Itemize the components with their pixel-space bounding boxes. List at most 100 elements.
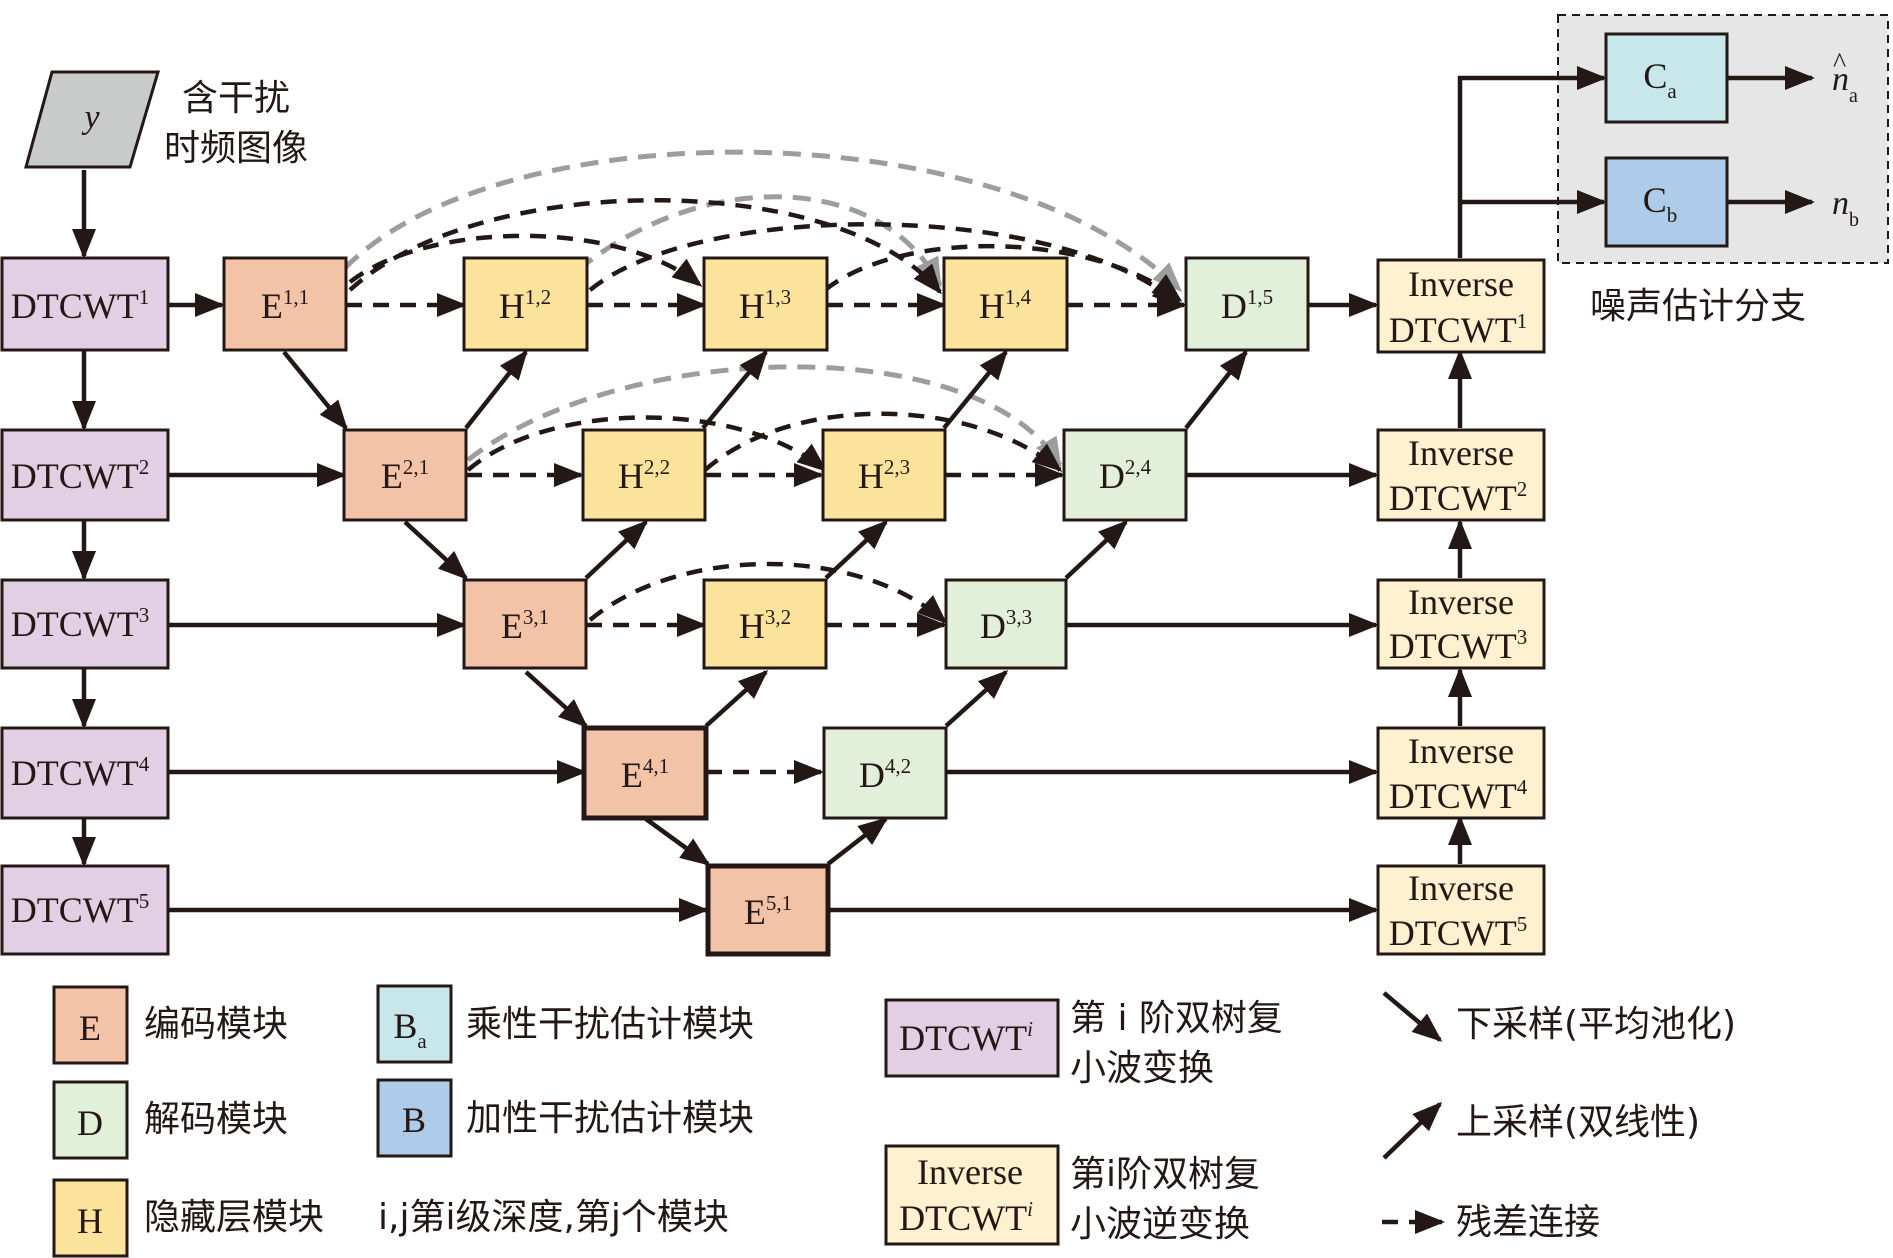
input-symbol: y bbox=[81, 99, 100, 136]
svg-text:H3,2: H3,2 bbox=[739, 605, 791, 646]
up-h22-h13 bbox=[701, 349, 768, 430]
svg-text:DTCWT4: DTCWT4 bbox=[11, 752, 150, 793]
svg-text:解码模块: 解码模块 bbox=[144, 1099, 288, 1140]
dtcwt-block-3: DTCWT3 bbox=[0, 578, 170, 670]
decoder-d24: D2,4 bbox=[1062, 428, 1188, 522]
legend-dtcwt: DTCWTi 第 i 阶双树复 小波变换 bbox=[884, 998, 1283, 1089]
legend-down: 下采样(平均池化) bbox=[1382, 991, 1736, 1045]
svg-text:小波逆变换: 小波逆变换 bbox=[1070, 1204, 1250, 1245]
svg-text:D4,2: D4,2 bbox=[859, 754, 911, 795]
svg-text:D3,3: D3,3 bbox=[980, 605, 1032, 646]
up-e31-h22 bbox=[584, 519, 649, 580]
svg-text:DTCWTi: DTCWTi bbox=[899, 1017, 1033, 1058]
down-e31-e41 bbox=[524, 670, 589, 729]
svg-text:DTCWT2: DTCWT2 bbox=[1389, 477, 1527, 518]
gray-arc-e21-d24 bbox=[466, 364, 1063, 468]
arc-h12-d15 bbox=[588, 222, 1183, 307]
hidden-h13: H1,3 bbox=[702, 256, 829, 352]
hidden-h14: H1,4 bbox=[942, 256, 1069, 352]
decoder-d42: D4,2 bbox=[822, 726, 948, 820]
svg-text:第 i 阶双树复: 第 i 阶双树复 bbox=[1070, 998, 1283, 1039]
up-d42-d33 bbox=[944, 669, 1009, 728]
encoder-e41: E4,1 bbox=[581, 725, 709, 821]
up-d24-d15 bbox=[1184, 349, 1248, 430]
up-h32-h23 bbox=[824, 519, 889, 580]
arc-h22-d24 bbox=[703, 411, 1063, 472]
legend-inverse: Inverse DTCWTi 第i阶双树复 小波逆变换 bbox=[884, 1144, 1260, 1246]
legend-up-arrow-icon bbox=[1382, 1101, 1443, 1160]
svg-text:na: na bbox=[1832, 61, 1858, 107]
svg-text:DTCWT4: DTCWT4 bbox=[1389, 775, 1528, 816]
down-e21-e31 bbox=[403, 520, 469, 581]
inverse-block-4: Inverse DTCWT4 bbox=[1376, 726, 1546, 820]
svg-text:Inverse: Inverse bbox=[1408, 731, 1514, 771]
svg-text:Ca: Ca bbox=[1643, 56, 1677, 103]
legend-residual: 残差连接 bbox=[1382, 1202, 1600, 1243]
svg-text:E4,1: E4,1 bbox=[621, 754, 669, 795]
up-e41-h32 bbox=[704, 669, 769, 728]
encoder-e11: E1,1 bbox=[222, 256, 348, 352]
encoder-e21: E2,1 bbox=[342, 428, 468, 522]
svg-text:DTCWT3: DTCWT3 bbox=[11, 603, 149, 644]
input-caption-line2: 时频图像 bbox=[164, 128, 308, 169]
svg-text:E: E bbox=[79, 1008, 101, 1048]
svg-text:H1,3: H1,3 bbox=[739, 285, 791, 326]
svg-text:D1,5: D1,5 bbox=[1221, 285, 1273, 326]
legend-decoder: D 解码模块 bbox=[52, 1080, 288, 1160]
dtcwt-block-4: DTCWT4 bbox=[0, 726, 170, 820]
legend-hidden: H 隐藏层模块 bbox=[52, 1178, 324, 1258]
svg-text:E2,1: E2,1 bbox=[381, 455, 429, 496]
up-h23-h14 bbox=[942, 349, 1008, 430]
svg-text:编码模块: 编码模块 bbox=[144, 1004, 288, 1045]
arc-e31-d33 bbox=[588, 561, 948, 625]
svg-text:E3,1: E3,1 bbox=[501, 605, 549, 646]
input-image-shape bbox=[24, 70, 161, 169]
up-e51-d42 bbox=[826, 817, 889, 866]
arc-e11-h14 bbox=[348, 198, 942, 295]
noise-box-cb: Cb bbox=[1604, 156, 1729, 248]
svg-text:DTCWT1: DTCWT1 bbox=[1389, 309, 1527, 350]
dtcwt-block-1: DTCWT1 bbox=[0, 256, 170, 352]
legend-ij: i,j第i级深度,第j个模块 bbox=[378, 1197, 729, 1238]
svg-text:Inverse: Inverse bbox=[1408, 868, 1514, 908]
noise-box-ca: Ca bbox=[1604, 32, 1729, 124]
svg-text:DTCWT3: DTCWT3 bbox=[1389, 625, 1527, 666]
down-e11-e21 bbox=[282, 350, 348, 431]
svg-text:D: D bbox=[77, 1103, 103, 1143]
hidden-h22: H2,2 bbox=[581, 428, 707, 522]
svg-text:DTCWT5: DTCWT5 bbox=[1389, 912, 1527, 953]
svg-text:E1,1: E1,1 bbox=[261, 285, 309, 326]
decoder-d15: D1,5 bbox=[1184, 256, 1310, 352]
svg-text:H1,4: H1,4 bbox=[979, 285, 1032, 326]
inverse-block-3: Inverse DTCWT3 bbox=[1376, 578, 1546, 670]
svg-text:下采样(平均池化): 下采样(平均池化) bbox=[1456, 1004, 1736, 1045]
svg-text:D2,4: D2,4 bbox=[1099, 455, 1152, 496]
dtcwt-block-5: DTCWT5 bbox=[0, 864, 170, 956]
legend-ba: Ba 乘性干扰估计模块 bbox=[376, 984, 754, 1064]
svg-text:H2,3: H2,3 bbox=[858, 455, 910, 496]
svg-text:Inverse: Inverse bbox=[1408, 582, 1514, 622]
hidden-h23: H2,3 bbox=[821, 428, 947, 522]
svg-text:^: ^ bbox=[1833, 48, 1846, 79]
gray-arc-h12-h14 bbox=[576, 194, 943, 288]
legend: E 编码模块 D 解码模块 H 隐藏层模块 Ba 乘性干扰估计模块 B 加性干扰… bbox=[52, 984, 1736, 1258]
encoder-e31: E3,1 bbox=[462, 578, 588, 670]
svg-text:DTCWTi: DTCWTi bbox=[899, 1197, 1033, 1238]
svg-text:B: B bbox=[402, 1100, 426, 1140]
inverse-block-2: Inverse DTCWT2 bbox=[1376, 428, 1546, 522]
svg-text:第i阶双树复: 第i阶双树复 bbox=[1070, 1154, 1260, 1195]
svg-text:残差连接: 残差连接 bbox=[1456, 1202, 1600, 1243]
up-e21-h12 bbox=[464, 349, 528, 430]
legend-up: 上采样(双线性) bbox=[1382, 1101, 1700, 1160]
hidden-h32: H3,2 bbox=[702, 578, 828, 670]
svg-text:乘性干扰估计模块: 乘性干扰估计模块 bbox=[466, 1004, 754, 1045]
hidden-h12: H1,2 bbox=[462, 256, 589, 352]
svg-text:DTCWT2: DTCWT2 bbox=[11, 455, 149, 496]
output-nb: nb bbox=[1832, 185, 1859, 231]
svg-text:Ba: Ba bbox=[393, 1006, 427, 1053]
arrow-inv1-ca bbox=[1457, 66, 1607, 258]
arc-e21-h23 bbox=[466, 415, 828, 472]
svg-text:H1,2: H1,2 bbox=[499, 285, 551, 326]
svg-text:H2,2: H2,2 bbox=[618, 455, 670, 496]
